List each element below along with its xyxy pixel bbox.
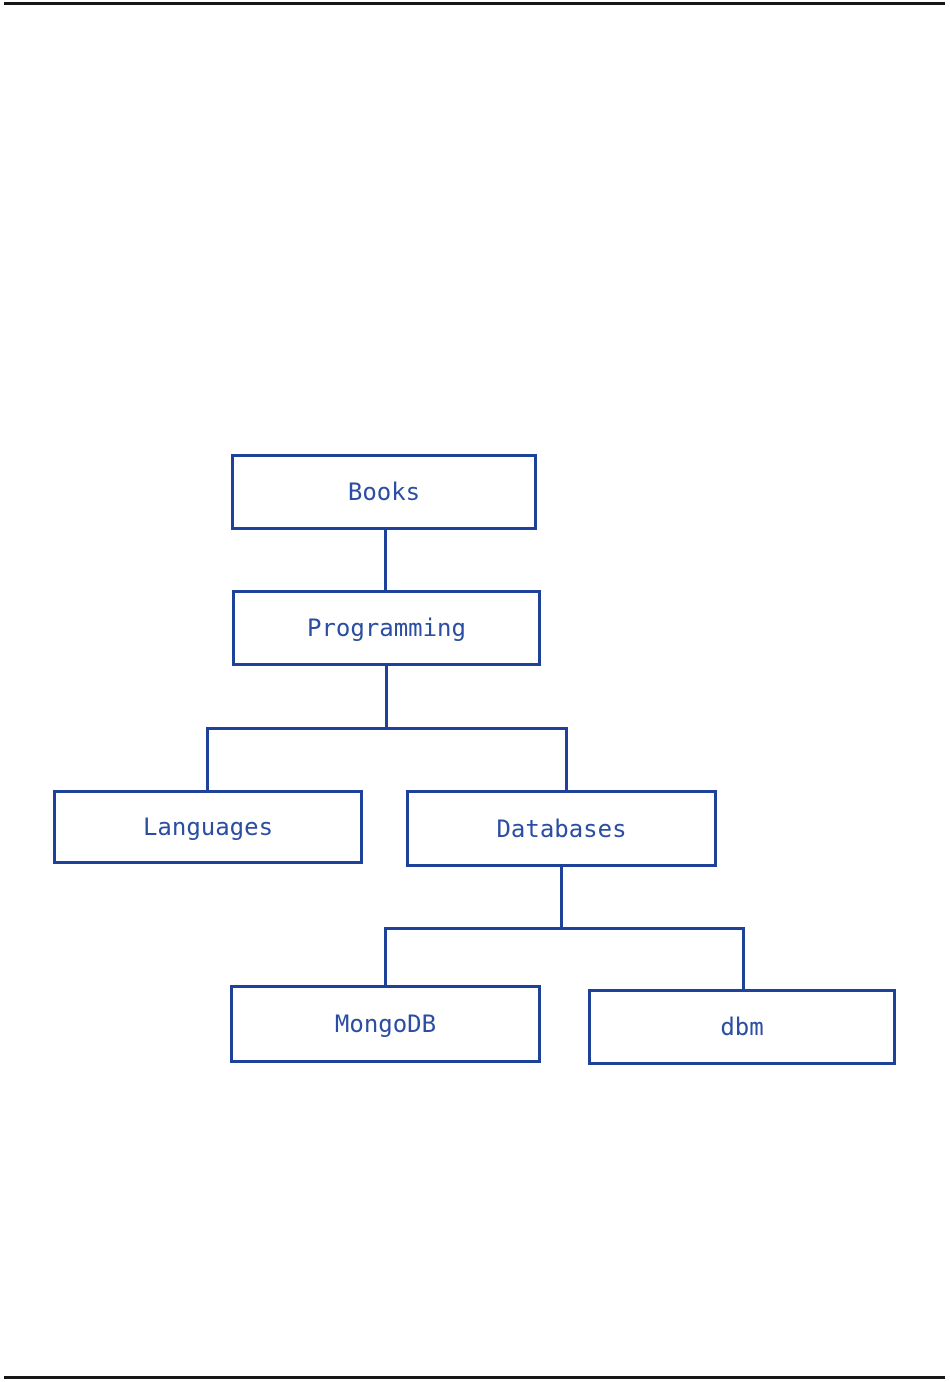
node-dbm: dbm bbox=[588, 989, 896, 1065]
edge-programming-to-databases bbox=[565, 727, 568, 790]
node-languages: Languages bbox=[53, 790, 363, 864]
edge-databases-branch-rail bbox=[384, 927, 745, 930]
node-mongodb: MongoDB bbox=[230, 985, 541, 1063]
edge-programming-stem bbox=[385, 666, 388, 727]
edge-books-to-programming bbox=[384, 530, 387, 590]
node-programming: Programming bbox=[232, 590, 541, 666]
node-books: Books bbox=[231, 454, 537, 530]
node-dbm-label: dbm bbox=[720, 1013, 764, 1041]
node-languages-label: Languages bbox=[142, 813, 274, 841]
edge-programming-to-languages bbox=[206, 727, 209, 790]
edge-databases-to-mongodb bbox=[384, 927, 387, 985]
edge-databases-to-dbm bbox=[742, 927, 745, 989]
top-page-rule bbox=[4, 2, 945, 5]
node-mongodb-label: MongoDB bbox=[334, 1010, 437, 1038]
edge-programming-branch-rail bbox=[206, 727, 568, 730]
bottom-page-rule bbox=[4, 1376, 945, 1379]
node-databases: Databases bbox=[406, 790, 717, 867]
node-programming-label: Programming bbox=[307, 614, 466, 642]
node-books-label: Books bbox=[347, 478, 421, 506]
node-databases-label: Databases bbox=[496, 814, 627, 843]
edge-databases-stem bbox=[560, 867, 563, 927]
